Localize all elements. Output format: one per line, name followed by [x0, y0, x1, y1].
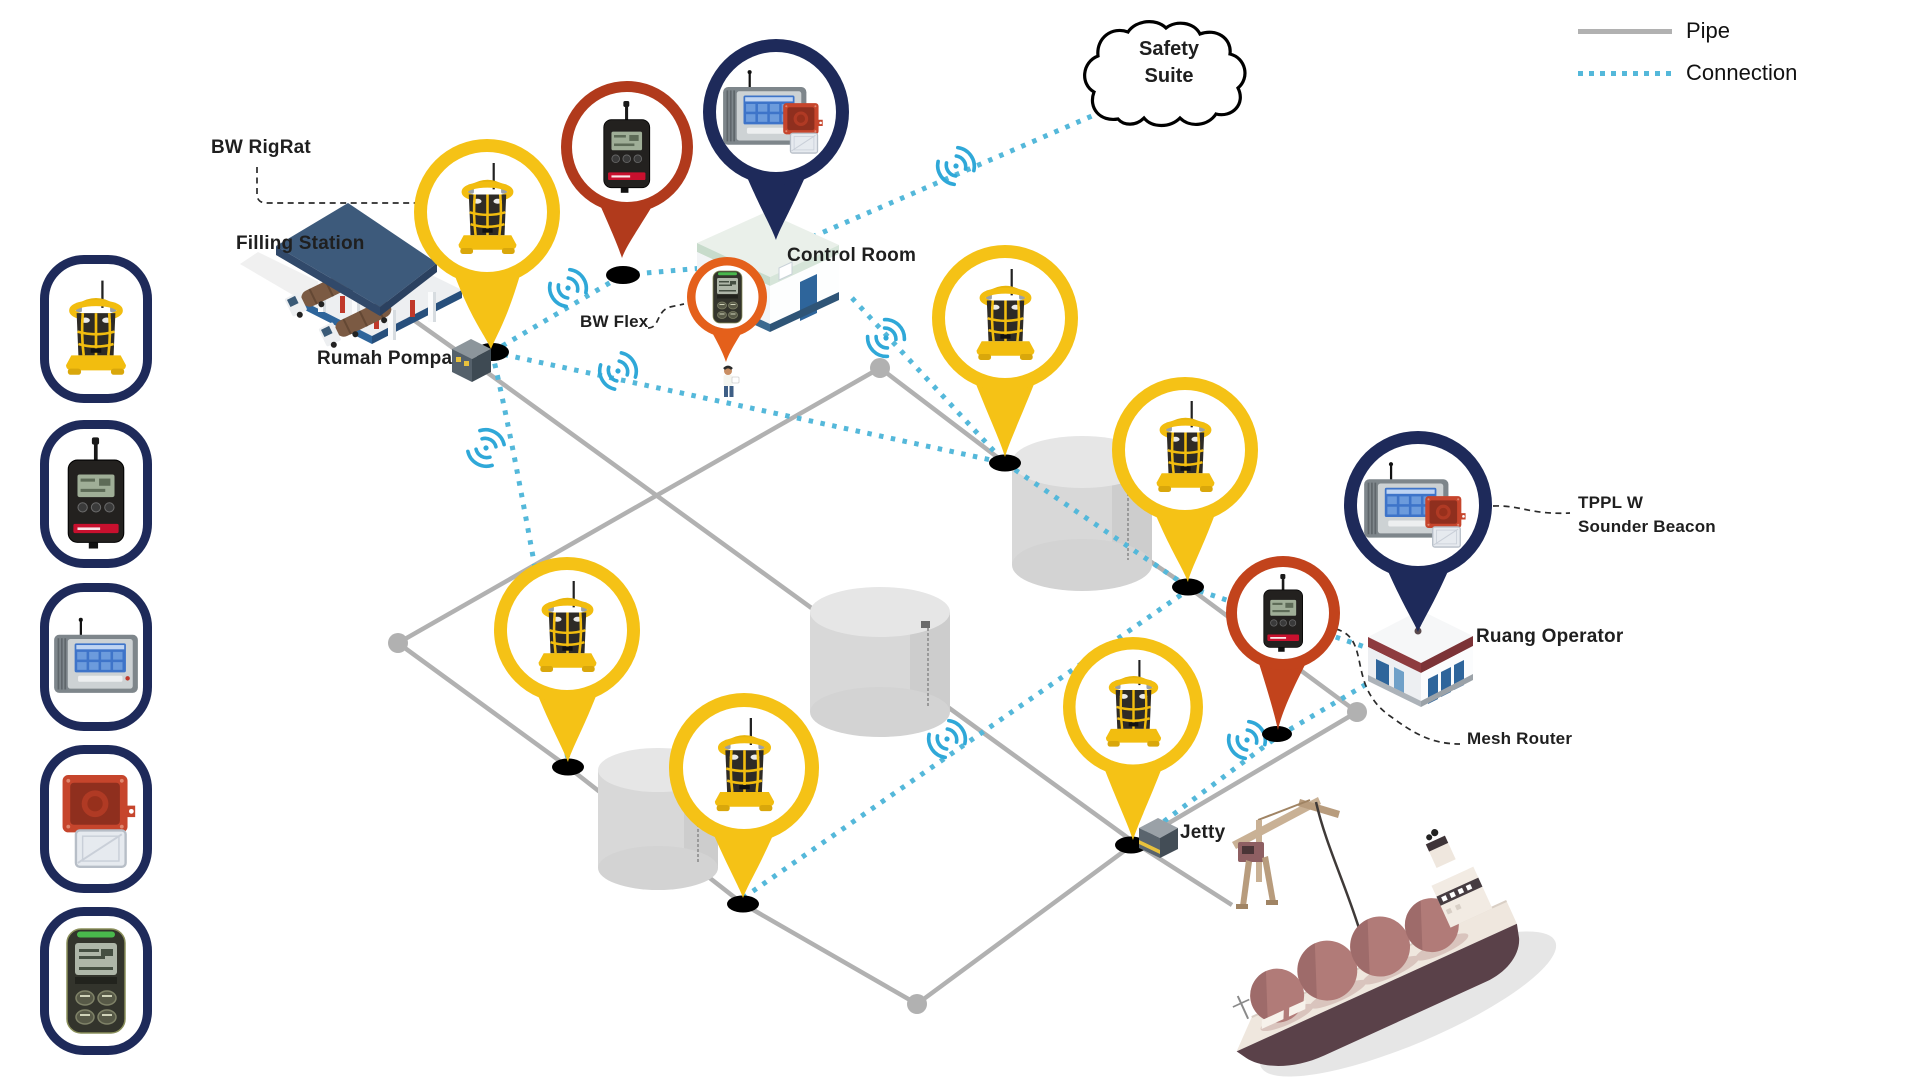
connection-node-to-ruang	[1187, 584, 1369, 651]
worker-figure	[723, 365, 740, 397]
label-bw-flex: BW Flex	[580, 312, 649, 331]
tppl-controller-device-icon	[53, 616, 139, 694]
mesh-router-device-icon	[67, 436, 125, 550]
filling-station-building	[240, 203, 462, 348]
pin-mesh-router-ruang-operator	[1226, 556, 1340, 730]
loading-crane	[1232, 797, 1364, 939]
pin-bw-flex	[687, 257, 767, 362]
connection-rumah-to-node-east	[491, 349, 1006, 466]
pipe-filling-to-jetty	[406, 314, 1234, 907]
pin-bw-rigrat-jetty	[1063, 637, 1203, 840]
sidebar-item-sounder-beacon	[40, 745, 152, 893]
sidebar-item-bw-rigrat	[40, 255, 152, 403]
pin-bw-rigrat-filling-station	[414, 139, 560, 349]
bw-rigrat-device-icon	[52, 271, 140, 387]
label-rumah-pompa: Rumah Pompa	[317, 348, 453, 369]
connection-rumah-to-mesh	[490, 272, 625, 355]
wifi-icon	[462, 423, 510, 473]
legend-row-pipe: Pipe	[1578, 10, 1908, 52]
legend-row-connection: Connection	[1578, 52, 1908, 94]
leader-bw-rigrat	[256, 167, 417, 204]
storage-tank-center	[810, 587, 950, 737]
legend-connection-label: Connection	[1686, 60, 1798, 85]
connection-node-to-node	[1003, 460, 1190, 590]
label-sounder-beacon: Sounder Beacon	[1578, 517, 1716, 536]
sidebar-item-bw-flex	[40, 907, 152, 1055]
ruang-operator-building	[1368, 610, 1473, 707]
safety-suite-label: Safety Suite	[1098, 36, 1240, 90]
connection-line-swatch	[1578, 70, 1672, 76]
legend-pipe-label: Pipe	[1686, 18, 1731, 43]
wifi-icon	[1222, 716, 1272, 764]
pin-bw-rigrat-north-tank	[932, 245, 1078, 457]
leader-mesh-router	[1335, 628, 1461, 745]
label-jetty: Jetty	[1180, 822, 1226, 843]
wifi-icon	[543, 264, 593, 312]
safety-suite-line2: Suite	[1144, 65, 1194, 87]
connection-controlroom-to-node	[850, 296, 1007, 465]
wifi-icon	[593, 347, 643, 395]
legend: Pipe Connection	[1578, 10, 1908, 94]
pin-mesh-router-north	[561, 81, 693, 258]
pin-tppl-control-room	[703, 39, 849, 240]
sidebar-item-mesh-router	[40, 420, 152, 568]
label-ruang-operator: Ruang Operator	[1476, 626, 1624, 647]
label-mesh-router: Mesh Router	[1467, 729, 1573, 748]
leader-tppl	[1492, 505, 1571, 515]
sounder-beacon-device-icon	[61, 773, 137, 868]
leader-bw-flex	[647, 303, 685, 329]
pin-tppl-ruang-operator	[1344, 431, 1492, 632]
jetty-box	[1139, 818, 1178, 858]
wifi-icon	[931, 142, 981, 190]
rumah-pompa-building	[452, 339, 491, 382]
label-filling-station: Filling Station	[236, 233, 365, 254]
pipe-junctions	[388, 358, 1367, 1014]
leader-lines	[256, 167, 1571, 745]
pin-bw-rigrat-west-tank	[494, 557, 640, 762]
pin-bw-rigrat-south-tank	[669, 693, 819, 898]
pin-bw-rigrat-east-tank	[1112, 377, 1258, 582]
lng-ship	[1232, 828, 1557, 1077]
pipe-line-swatch	[1578, 28, 1672, 34]
label-tppl-w: TPPL W	[1578, 493, 1644, 512]
safety-suite-cloud	[1083, 20, 1247, 128]
bw-flex-device-icon	[712, 270, 743, 324]
sidebar-item-tppl-controller	[40, 583, 152, 731]
pipe-top-left	[396, 366, 882, 645]
label-bw-rigrat: BW RigRat	[211, 137, 311, 158]
bw-flex-device-icon	[66, 928, 126, 1034]
label-control-room: Control Room	[787, 245, 917, 266]
safety-suite-line1: Safety	[1138, 38, 1200, 60]
